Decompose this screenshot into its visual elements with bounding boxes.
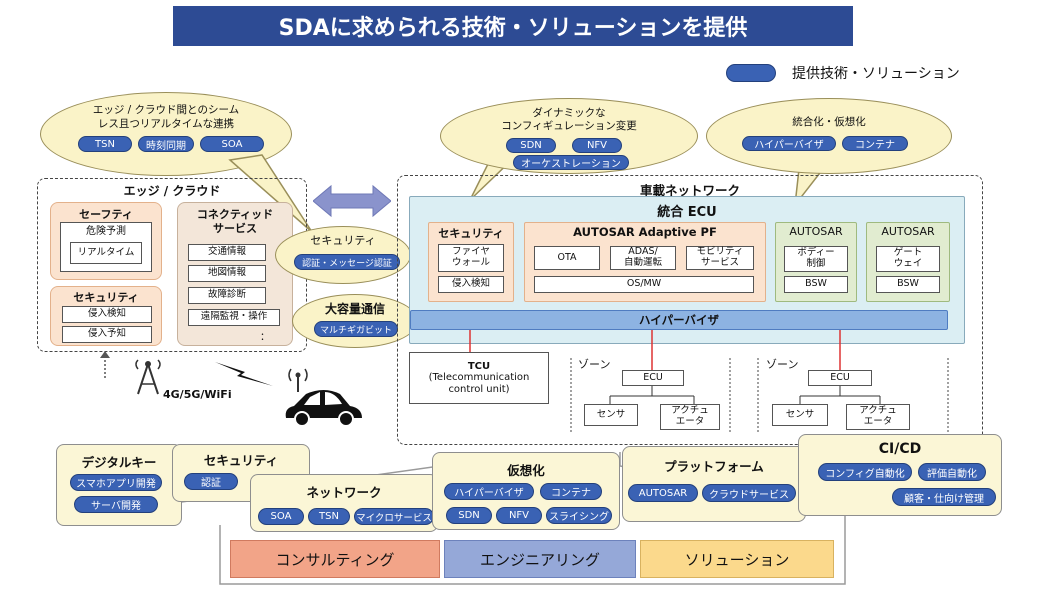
- bottom-network-title: ネットワーク: [306, 485, 382, 500]
- legend-swatch: [726, 64, 776, 82]
- callout-edge-line2: レス且つリアルタイムな連携: [97, 118, 235, 130]
- zone1-title: ゾーン: [578, 358, 611, 371]
- network-label: 4G/5G/WiFi: [163, 388, 232, 401]
- engineering-bar: エンジニアリング: [444, 540, 636, 578]
- mobility-box: モビリティ サービス: [686, 246, 754, 270]
- bottom-cicd-title: CI/CD: [878, 441, 922, 457]
- pill-orchestration: オーケストレーション: [513, 155, 629, 170]
- risk-prediction-label: 危険予測: [86, 226, 126, 237]
- bottom-security-title: セキュリティ: [203, 453, 279, 468]
- zone2-ecu: ECU: [808, 370, 872, 386]
- pill-server-dev: サーバ開発: [74, 496, 158, 513]
- double-arrow-icon: [313, 184, 391, 218]
- pill-container: コンテナ: [842, 136, 908, 151]
- bsw2-box: BSW: [876, 276, 940, 293]
- fault-diagnosis: 故障診断: [188, 287, 266, 304]
- lightning-icon: [215, 362, 273, 386]
- pill-slicing: スライシング: [546, 507, 612, 524]
- callout-bulk-title: 大容量通信: [324, 302, 385, 316]
- pill-virt-container: コンテナ: [540, 483, 602, 500]
- bsw1-box: BSW: [784, 276, 848, 293]
- bottom-platform-title: プラットフォーム: [664, 459, 764, 474]
- page-title: SDAに求められる技術・ソリューションを提供: [173, 6, 853, 46]
- autosar1-title: AUTOSAR: [789, 225, 843, 238]
- tcu-line2: (Telecommunication: [428, 372, 530, 384]
- realtime-box: リアルタイム: [70, 242, 142, 264]
- gateway-box: ゲート ウェイ: [876, 246, 940, 272]
- edge-security-title: セキュリティ: [73, 291, 139, 304]
- pill-sdn: SDN: [506, 138, 556, 153]
- ota-box: OTA: [534, 246, 600, 270]
- adaptive-title: AUTOSAR Adaptive PF: [573, 225, 717, 239]
- pill-cloud-service: クラウドサービス: [702, 484, 796, 502]
- remote-monitoring: 遠隔監視・操作: [188, 309, 280, 326]
- callout-dynamic-line1: ダイナミックな: [532, 107, 606, 119]
- pill-microservice: マイクロサービス: [354, 508, 434, 525]
- callout-edge-line1: エッジ / クラウド間とのシーム: [92, 104, 240, 116]
- consulting-bar: コンサルティング: [230, 540, 440, 578]
- hypervisor-bar: [410, 310, 948, 330]
- pill-smartphone-app: スマホアプリ開発: [70, 474, 162, 491]
- legend-label: 提供技術・ソリューション: [792, 66, 960, 82]
- vehicle-network-title: 車載ネットワーク: [639, 183, 740, 198]
- body-control-box: ボディー 制御: [784, 246, 848, 272]
- pill-config-auto: コンフィグ自動化: [818, 463, 912, 481]
- pill-virt-nfv: NFV: [496, 507, 542, 524]
- solution-bar: ソリューション: [640, 540, 834, 578]
- pill-time-sync: 時刻同期: [138, 136, 194, 152]
- autosar2-title: AUTOSAR: [881, 225, 935, 238]
- integrated-ecu-title: 統合 ECU: [657, 205, 717, 220]
- vehicle-network-area: [397, 175, 983, 445]
- callout-dynamic-line2: コンフィギュレーション変更: [501, 120, 637, 132]
- zone1-ecu: ECU: [622, 370, 684, 386]
- traffic-info: 交通情報: [188, 244, 266, 261]
- edge-ips: 侵入予知: [62, 326, 152, 343]
- os-mw-box: OS/MW: [534, 276, 754, 293]
- pill-net-soa: SOA: [258, 508, 304, 525]
- connected-title1: コネクティッド: [196, 208, 274, 221]
- pill-net-tsn: TSN: [308, 508, 350, 525]
- pill-authentication: 認証: [184, 473, 238, 490]
- bottom-virt-title: 仮想化: [507, 463, 545, 478]
- cell-tower-icon: [135, 359, 161, 395]
- connected-ellipsis: ：: [260, 332, 270, 343]
- zone2-sensor: センサ: [772, 404, 828, 426]
- vehicle-security-title: セキュリティ: [438, 227, 504, 240]
- tcu-line1: TCU: [467, 360, 491, 372]
- car-icon: [285, 390, 362, 427]
- pill-virt-sdn: SDN: [446, 507, 492, 524]
- dotted-arrow-icon: [100, 351, 110, 378]
- firewall-box: ファイヤ ウォール: [438, 244, 504, 272]
- zone1-actuator: アクチュ エータ: [660, 404, 720, 430]
- callout-security-title: セキュリティ: [310, 234, 376, 247]
- digital-key-title: デジタルキー: [81, 455, 157, 470]
- pill-nfv: NFV: [572, 138, 622, 153]
- map-info: 地図情報: [188, 265, 266, 282]
- zone2-actuator: アクチュ エータ: [846, 404, 910, 430]
- pill-tsn: TSN: [78, 136, 132, 152]
- pill-auth: 認証・メッセージ認証: [294, 254, 400, 270]
- hypervisor-label: ハイパーバイザ: [639, 313, 719, 327]
- pill-customer-mgmt: 顧客・仕向け管理: [892, 488, 996, 506]
- tcu-box: TCU (Telecommunication control unit): [409, 352, 549, 404]
- pill-hypervisor: ハイパーバイザ: [742, 136, 836, 151]
- tcu-line3: control unit): [448, 383, 510, 395]
- car-signal-icon: [288, 368, 308, 392]
- pill-eval-auto: 評価自動化: [918, 463, 986, 481]
- connected-title2: サービス: [213, 222, 257, 235]
- edge-ids: 侵入検知: [62, 306, 152, 323]
- zone2-title: ゾーン: [766, 358, 799, 371]
- adas-box: ADAS/ 自動運転: [610, 246, 676, 270]
- vehicle-ids-box: 侵入検知: [438, 276, 504, 293]
- pill-autosar: AUTOSAR: [628, 484, 698, 502]
- callout-integration-line1: 統合化・仮想化: [792, 116, 866, 128]
- zone1-sensor: センサ: [584, 404, 638, 426]
- safety-title: セーフティ: [79, 208, 133, 221]
- pill-virt-hypervisor: ハイパーバイザ: [444, 483, 534, 500]
- pill-soa: SOA: [200, 136, 264, 152]
- edge-cloud-title: エッジ / クラウド: [123, 184, 221, 198]
